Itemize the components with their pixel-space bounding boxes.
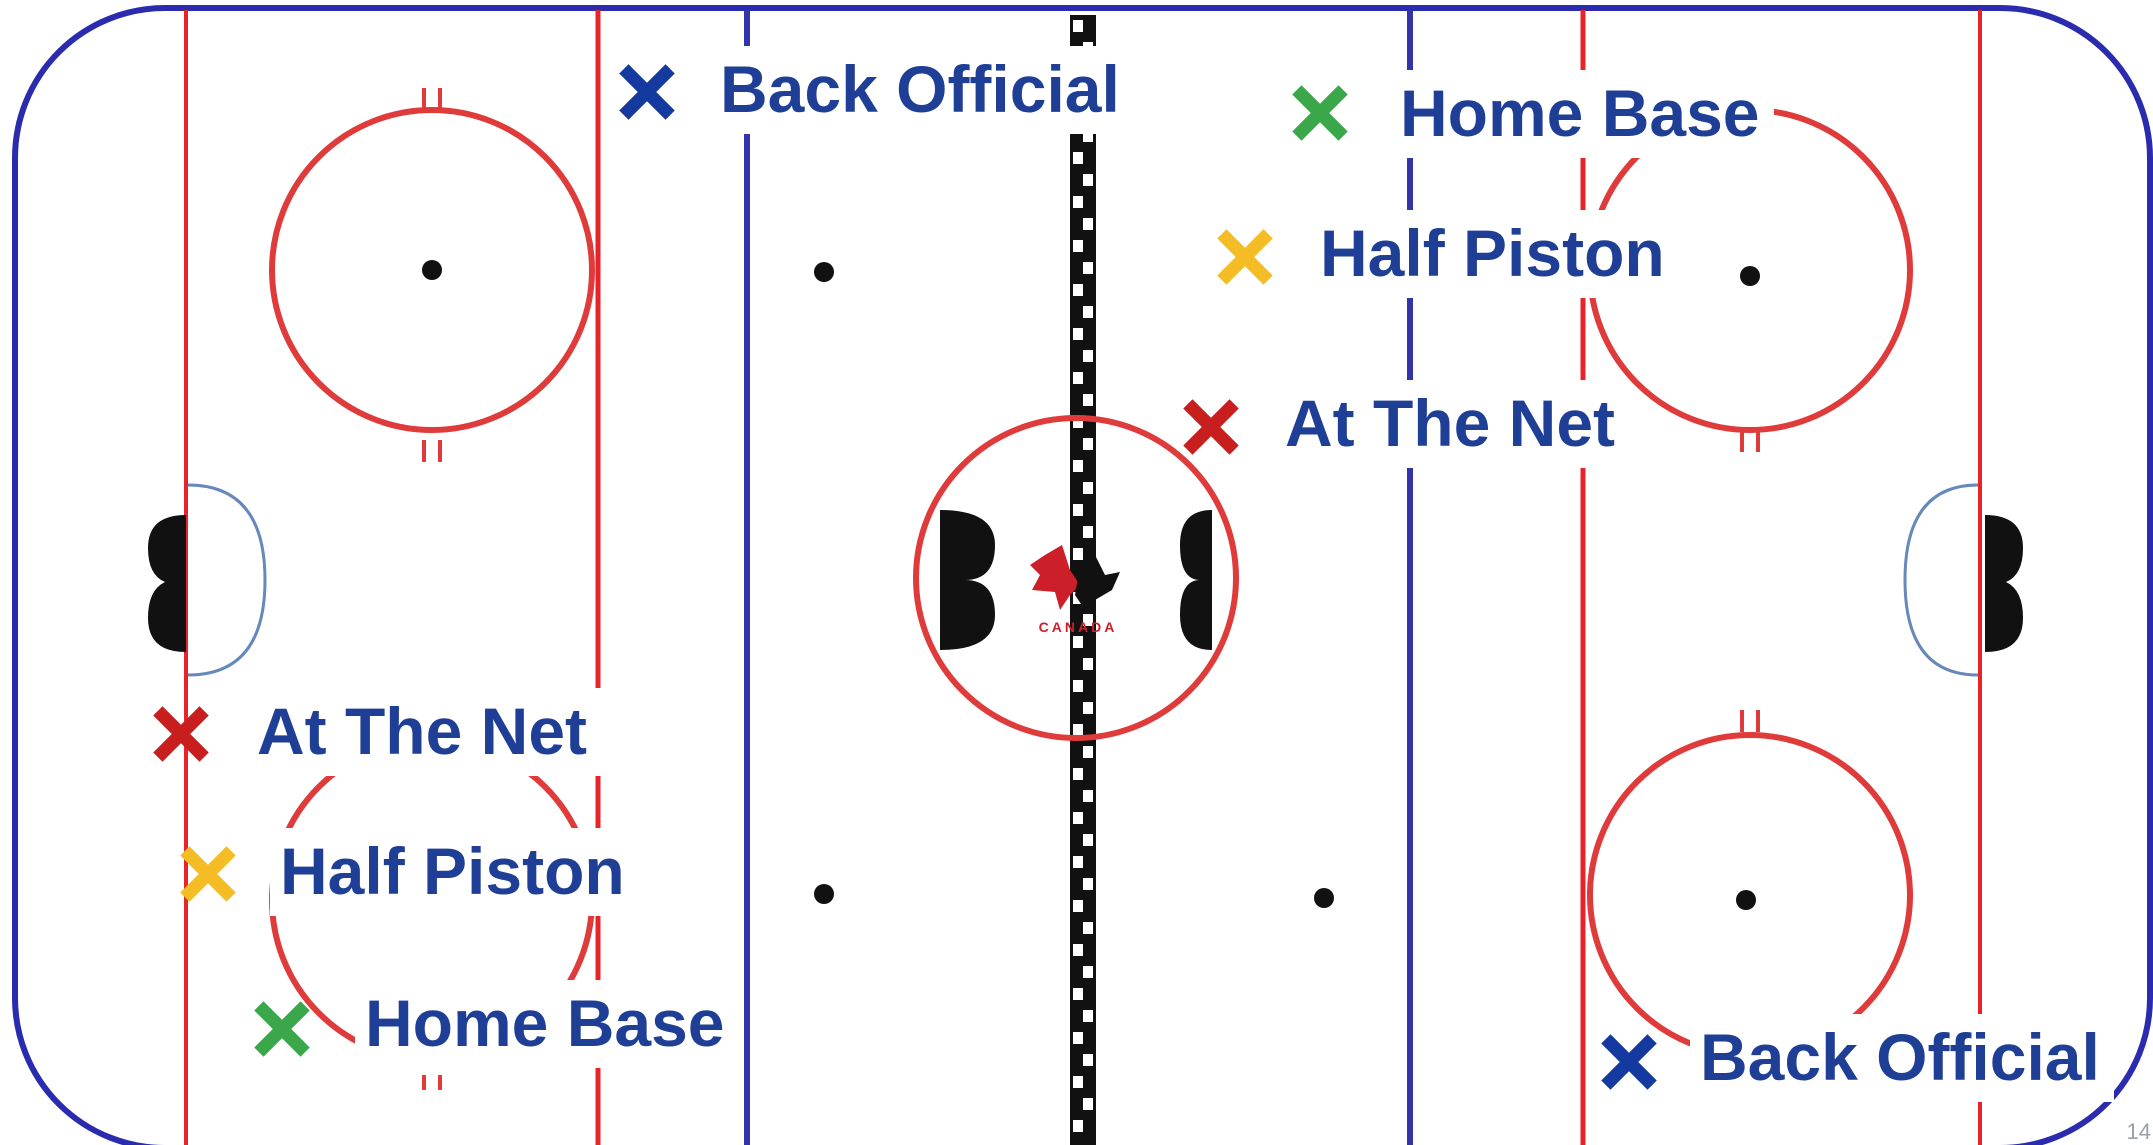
x-icon-home-base-right bbox=[1283, 76, 1357, 150]
center-line-check bbox=[1073, 20, 1083, 32]
center-line-check bbox=[1083, 966, 1093, 978]
label-back-official-top: Back Official bbox=[710, 46, 1134, 134]
center-line-check bbox=[1083, 218, 1093, 230]
center-line-check bbox=[1073, 1120, 1083, 1132]
x-icon-back-official-top bbox=[610, 55, 684, 129]
center-line-check bbox=[1083, 1098, 1093, 1110]
center-line-check bbox=[1083, 262, 1093, 274]
label-home-base-right: Home Base bbox=[1390, 70, 1774, 158]
center-line-check bbox=[1083, 306, 1093, 318]
center-line-check bbox=[1073, 1032, 1083, 1044]
center-line-check bbox=[1073, 328, 1083, 340]
center-line-check bbox=[1073, 944, 1083, 956]
center-line-check bbox=[1073, 372, 1083, 384]
center-line-check bbox=[1083, 526, 1093, 538]
center-line-check bbox=[1073, 196, 1083, 208]
center-line-check bbox=[1083, 174, 1093, 186]
center-line-check bbox=[1083, 350, 1093, 362]
center-line-check bbox=[1083, 1054, 1093, 1066]
center-line-check bbox=[1073, 856, 1083, 868]
x-icon-half-piston-right bbox=[1208, 220, 1282, 294]
x-icon-home-base-left bbox=[245, 992, 319, 1066]
center-line-check bbox=[1073, 460, 1083, 472]
center-line-check bbox=[1073, 900, 1083, 912]
center-line-check bbox=[1073, 152, 1083, 164]
center-line-check bbox=[1073, 988, 1083, 1000]
center-line-check bbox=[1083, 658, 1093, 670]
label-half-piston-left: Half Piston bbox=[270, 828, 639, 916]
center-logo-text: CANADA bbox=[1039, 619, 1118, 635]
x-icon-back-official-bottom bbox=[1592, 1025, 1666, 1099]
center-line-check bbox=[1083, 438, 1093, 450]
center-line-check bbox=[1083, 394, 1093, 406]
page-number: 14 bbox=[2127, 1119, 2151, 1145]
center-line-check bbox=[1073, 240, 1083, 252]
center-line-check bbox=[1083, 878, 1093, 890]
label-at-the-net-left: At The Net bbox=[247, 688, 601, 776]
center-line-check bbox=[1073, 284, 1083, 296]
label-back-official-bottom: Back Official bbox=[1690, 1014, 2114, 1102]
center-line-check bbox=[1073, 636, 1083, 648]
center-line-check bbox=[1083, 834, 1093, 846]
center-line-check bbox=[1083, 790, 1093, 802]
center-line-check bbox=[1073, 504, 1083, 516]
x-icon-at-the-net-left bbox=[144, 697, 218, 771]
center-line-check bbox=[1073, 1076, 1083, 1088]
x-icon-at-the-net-center bbox=[1174, 390, 1248, 464]
center-line-check bbox=[1073, 812, 1083, 824]
label-home-base-left: Home Base bbox=[355, 980, 739, 1068]
center-line-check bbox=[1073, 768, 1083, 780]
label-at-the-net-center: At The Net bbox=[1275, 380, 1629, 468]
center-line-check bbox=[1073, 680, 1083, 692]
center-line-check bbox=[1073, 548, 1083, 560]
center-line-check bbox=[1083, 702, 1093, 714]
x-icon-half-piston-left bbox=[171, 837, 245, 911]
center-line-check bbox=[1083, 746, 1093, 758]
center-line-check bbox=[1073, 724, 1083, 736]
center-line-check bbox=[1083, 1010, 1093, 1022]
label-half-piston-right: Half Piston bbox=[1310, 210, 1679, 298]
center-line-check bbox=[1083, 922, 1093, 934]
center-line-check bbox=[1083, 482, 1093, 494]
